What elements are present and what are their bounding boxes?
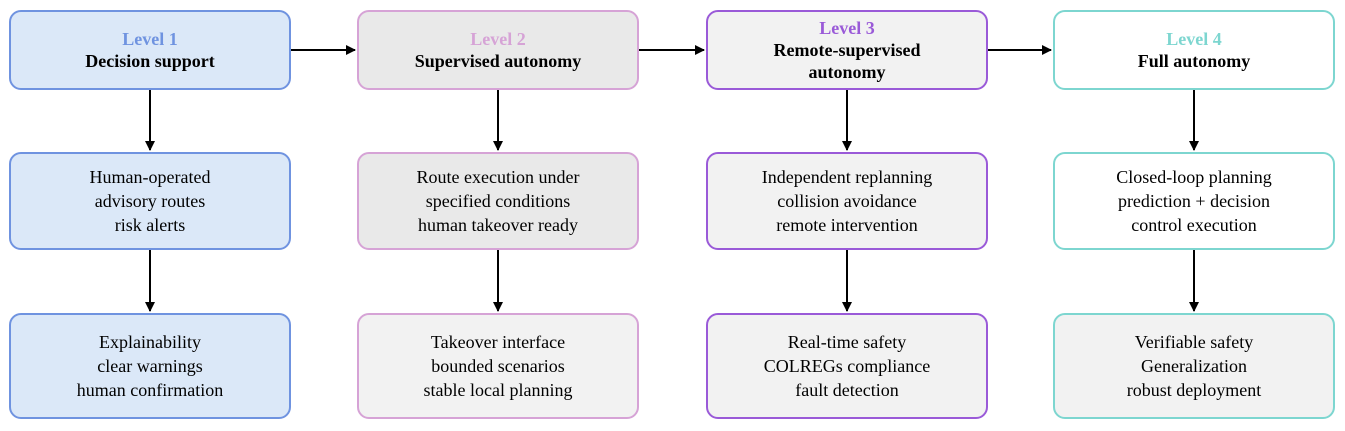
level3-requirement-3: fault detection [795, 380, 899, 400]
level1-requirement-1: Explainability [99, 332, 201, 352]
level4-requirement-2: Generalization [1141, 356, 1247, 376]
level2-requirements-box: Takeover interface bounded scenarios sta… [357, 313, 639, 419]
level4-requirement-3: robust deployment [1126, 380, 1262, 400]
level1-requirements-box: Explainability clear warnings human conf… [9, 313, 291, 419]
level1-title: Decision support [85, 51, 215, 71]
level2-header-box: Level 2 Supervised autonomy [357, 10, 639, 90]
level1-capability-1: Human-operated [89, 167, 211, 187]
level4-requirement-1: Verifiable safety [1134, 332, 1254, 352]
level3-capabilities-box: Independent replanning collision avoidan… [706, 152, 988, 250]
level1-label: Level 1 [122, 29, 178, 49]
level4-capability-1: Closed-loop planning [1116, 167, 1272, 187]
level3-title-line-2: autonomy [808, 62, 886, 82]
level3-capability-3: remote intervention [776, 215, 918, 235]
level4-capability-2: prediction + decision [1117, 191, 1271, 211]
level3-capability-1: Independent replanning [761, 167, 933, 187]
level1-requirement-2: clear warnings [97, 356, 203, 376]
level3-title-line-1: Remote-supervised [773, 40, 921, 60]
level4-capabilities-box: Closed-loop planning prediction + decisi… [1053, 152, 1335, 250]
level2-capabilities-box: Route execution under specified conditio… [357, 152, 639, 250]
level3-capability-2: collision avoidance [777, 191, 917, 211]
level2-capability-1: Route execution under [416, 167, 580, 187]
level2-capability-3: human takeover ready [418, 215, 578, 235]
level1-requirement-3: human confirmation [76, 380, 224, 400]
level3-requirement-1: Real-time safety [787, 332, 907, 352]
level2-requirement-2: bounded scenarios [431, 356, 565, 376]
level3-header-box: Level 3 Remote-supervised autonomy [706, 10, 988, 90]
level1-capability-3: risk alerts [114, 215, 186, 235]
level2-label: Level 2 [470, 29, 526, 49]
level2-capability-2: specified conditions [425, 191, 571, 211]
level1-capability-2: advisory routes [94, 191, 206, 211]
level4-requirements-box: Verifiable safety Generalization robust … [1053, 313, 1335, 419]
level1-header-box: Level 1 Decision support [9, 10, 291, 90]
level1-capabilities-box: Human-operated advisory routes risk aler… [9, 152, 291, 250]
level2-title: Supervised autonomy [414, 51, 582, 71]
level4-header-box: Level 4 Full autonomy [1053, 10, 1335, 90]
level3-label: Level 3 [819, 18, 875, 38]
level2-requirement-3: stable local planning [423, 380, 573, 400]
level3-requirement-2: COLREGs compliance [763, 356, 931, 376]
level2-requirement-1: Takeover interface [430, 332, 566, 352]
level3-requirements-box: Real-time safety COLREGs compliance faul… [706, 313, 988, 419]
level4-capability-3: control execution [1131, 215, 1257, 235]
level4-title: Full autonomy [1137, 51, 1251, 71]
level4-label: Level 4 [1166, 29, 1222, 49]
